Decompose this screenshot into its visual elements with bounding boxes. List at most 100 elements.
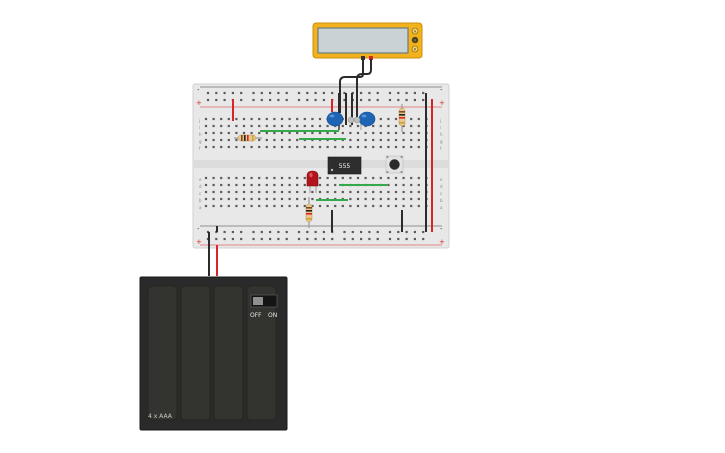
breadboard-hole[interactable] [227, 131, 230, 135]
breadboard-hole[interactable] [280, 204, 284, 208]
breadboard-hole[interactable] [318, 117, 322, 121]
breadboard-hole[interactable] [311, 197, 314, 201]
rail-hole[interactable] [260, 230, 263, 234]
breadboard-hole[interactable] [212, 117, 215, 121]
breadboard-hole[interactable] [417, 145, 420, 149]
resistor-right[interactable] [398, 104, 406, 132]
breadboard-hole[interactable] [235, 176, 238, 180]
rail-hole[interactable] [231, 237, 234, 241]
rail-hole[interactable] [240, 230, 243, 234]
breadboard-hole[interactable] [204, 197, 208, 201]
breadboard-hole[interactable] [326, 131, 329, 135]
breadboard-hole[interactable] [410, 183, 413, 187]
breadboard-hole[interactable] [394, 204, 398, 208]
breadboard-hole[interactable] [258, 183, 261, 187]
breadboard-hole[interactable] [250, 190, 253, 194]
breadboard-hole[interactable] [235, 183, 238, 187]
breadboard-hole[interactable] [372, 145, 375, 149]
breadboard-hole[interactable] [227, 138, 230, 142]
breadboard-hole[interactable] [288, 117, 291, 121]
breadboard-hole[interactable] [250, 131, 253, 135]
breadboard-hole[interactable] [204, 138, 208, 142]
breadboard-hole[interactable] [227, 176, 230, 180]
breadboard-hole[interactable] [318, 190, 322, 194]
breadboard-hole[interactable] [394, 124, 398, 128]
rail-hole[interactable] [285, 230, 288, 234]
breadboard-hole[interactable] [303, 131, 306, 135]
breadboard-hole[interactable] [372, 131, 375, 135]
breadboard-hole[interactable] [235, 138, 238, 142]
breadboard-hole[interactable] [265, 138, 268, 142]
breadboard-hole[interactable] [220, 145, 223, 149]
breadboard-hole[interactable] [326, 204, 329, 208]
switch-knob[interactable] [253, 297, 263, 305]
breadboard-hole[interactable] [402, 124, 405, 128]
breadboard-hole[interactable] [265, 124, 268, 128]
breadboard-hole[interactable] [410, 176, 413, 180]
breadboard-hole[interactable] [318, 204, 322, 208]
rail-hole[interactable] [297, 98, 301, 102]
rail-hole[interactable] [368, 91, 371, 95]
rail-hole[interactable] [231, 91, 234, 95]
breadboard-hole[interactable] [387, 197, 390, 201]
rail-hole[interactable] [297, 91, 301, 95]
breadboard-hole[interactable] [303, 117, 306, 121]
led-red[interactable] [306, 170, 319, 193]
breadboard-hole[interactable] [296, 204, 299, 208]
breadboard-hole[interactable] [379, 204, 382, 208]
rail-hole[interactable] [397, 91, 400, 95]
breadboard-hole[interactable] [387, 131, 390, 135]
rail-hole[interactable] [360, 91, 363, 95]
breadboard-hole[interactable] [417, 183, 420, 187]
breadboard-hole[interactable] [212, 138, 215, 142]
rail-hole[interactable] [240, 98, 243, 102]
breadboard-hole[interactable] [250, 197, 253, 201]
rail-hole[interactable] [422, 237, 425, 241]
rail-hole[interactable] [360, 230, 363, 234]
breadboard-hole[interactable] [334, 145, 337, 149]
rail-hole[interactable] [306, 91, 309, 95]
breadboard-hole[interactable] [303, 124, 306, 128]
rail-hole[interactable] [343, 230, 346, 234]
breadboard-hole[interactable] [372, 138, 375, 142]
breadboard-hole[interactable] [288, 183, 291, 187]
rail-hole[interactable] [405, 91, 408, 95]
breadboard-hole[interactable] [364, 190, 367, 194]
breadboard-hole[interactable] [242, 204, 246, 208]
rail-hole[interactable] [397, 237, 400, 241]
breadboard-hole[interactable] [379, 197, 382, 201]
breadboard-hole[interactable] [273, 131, 276, 135]
breadboard-hole[interactable] [402, 190, 405, 194]
breadboard-hole[interactable] [288, 138, 291, 142]
breadboard-hole[interactable] [387, 204, 390, 208]
breadboard-hole[interactable] [326, 176, 329, 180]
breadboard-hole[interactable] [349, 131, 352, 135]
rail-hole[interactable] [388, 237, 392, 241]
rail-hole[interactable] [231, 230, 234, 234]
rail-hole[interactable] [314, 237, 317, 241]
rail-hole[interactable] [252, 98, 255, 102]
breadboard-hole[interactable] [372, 204, 375, 208]
rail-hole[interactable] [240, 91, 243, 95]
rail-hole[interactable] [413, 230, 416, 234]
rail-hole[interactable] [368, 230, 371, 234]
breadboard-hole[interactable] [280, 117, 284, 121]
breadboard-hole[interactable] [204, 117, 208, 121]
rail-hole[interactable] [260, 98, 263, 102]
rail-hole[interactable] [343, 237, 346, 241]
wires[interactable] [208, 59, 433, 276]
rail-hole[interactable] [388, 230, 392, 234]
breadboard-hole[interactable] [410, 131, 413, 135]
breadboard-hole[interactable] [311, 131, 314, 135]
rail-hole[interactable] [405, 98, 408, 102]
multimeter-red-lead[interactable] [356, 59, 372, 117]
breadboard-hole[interactable] [303, 197, 306, 201]
breadboard-hole[interactable] [303, 145, 306, 149]
rail-hole[interactable] [269, 91, 272, 95]
breadboard-hole[interactable] [379, 131, 382, 135]
breadboard-hole[interactable] [372, 124, 375, 128]
rail-hole[interactable] [397, 230, 400, 234]
breadboard-hole[interactable] [349, 190, 352, 194]
rail-hole[interactable] [331, 91, 334, 95]
breadboard-hole[interactable] [204, 176, 208, 180]
